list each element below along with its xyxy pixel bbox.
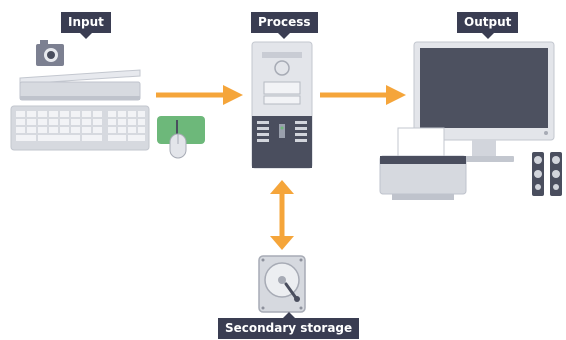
computer-tower-icon <box>251 41 313 169</box>
keyboard-icon <box>10 105 150 151</box>
speaker-icon <box>532 152 562 196</box>
mouse-icon <box>157 116 205 159</box>
printer-icon <box>379 127 467 200</box>
monitor-icon <box>413 41 555 162</box>
output-label: Output <box>457 12 519 39</box>
scanner-icon <box>19 69 141 101</box>
camera-icon <box>36 40 64 66</box>
hard-drive-icon <box>258 255 306 313</box>
secondary-storage-label: Secondary storage <box>218 312 360 339</box>
arrow-process-storage <box>270 180 294 250</box>
process-label: Process <box>251 12 318 39</box>
input-label: Input <box>61 12 111 39</box>
